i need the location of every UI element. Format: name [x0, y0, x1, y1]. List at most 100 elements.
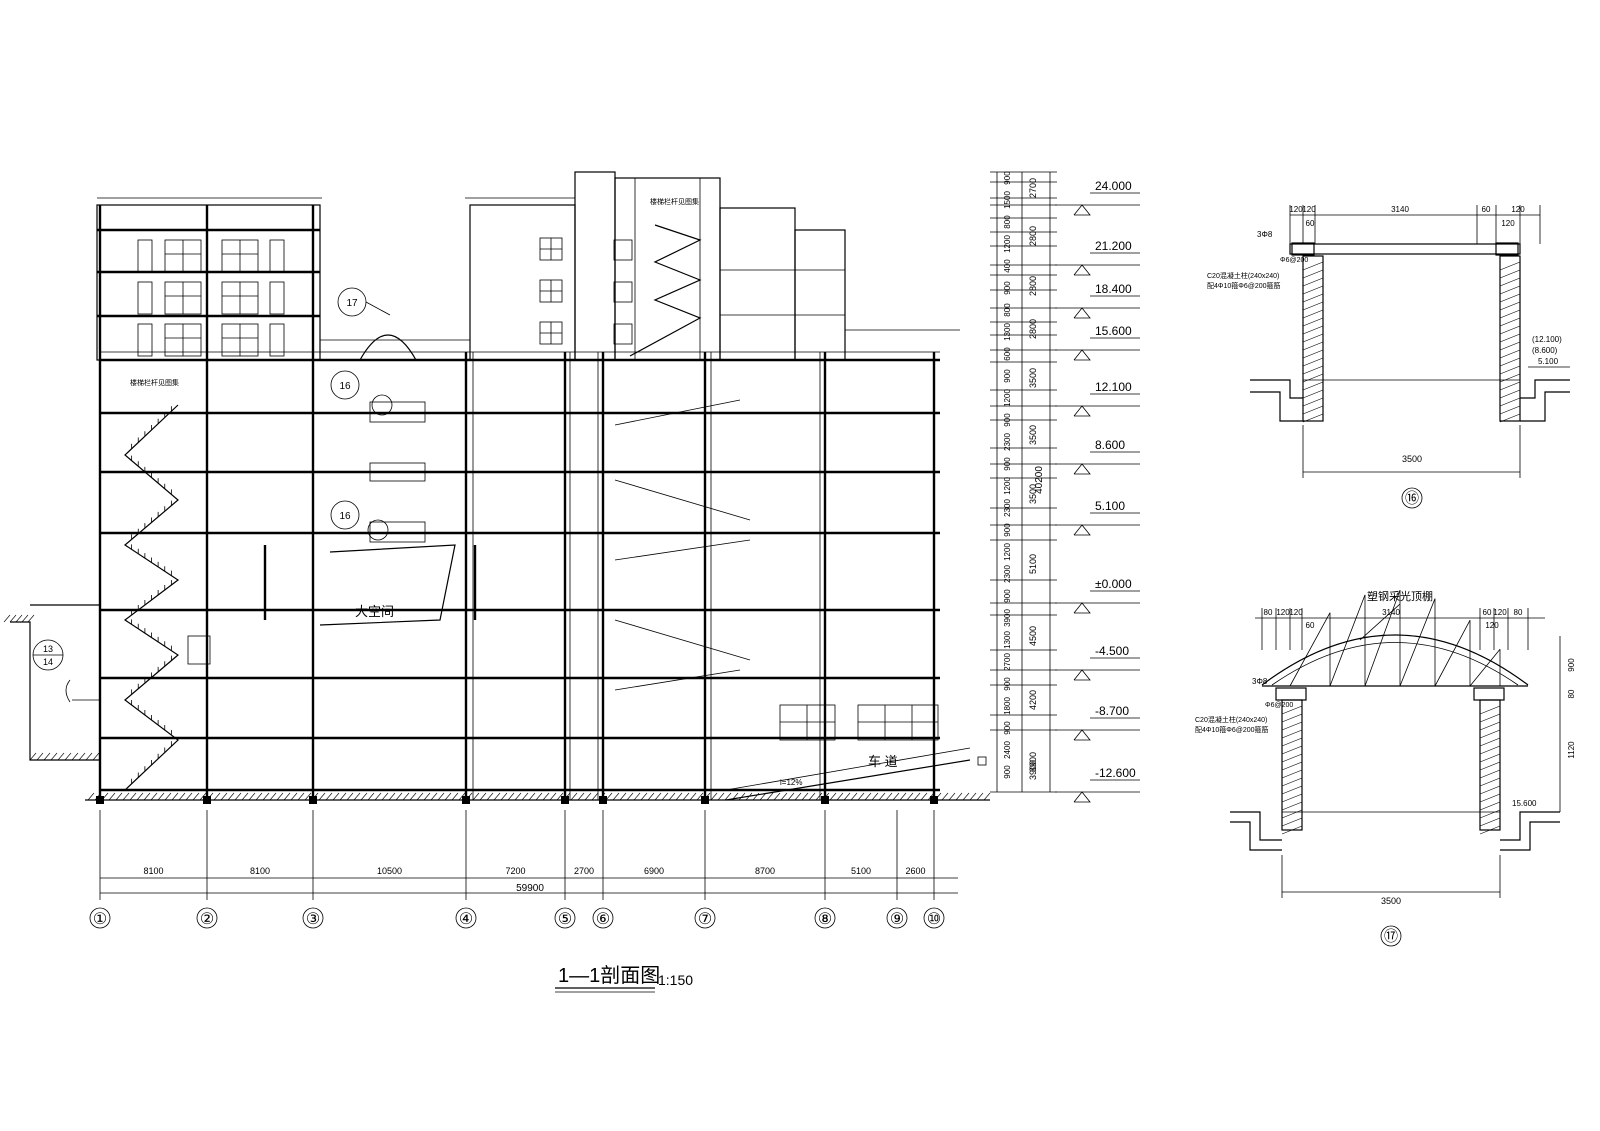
axis-bubble — [554, 907, 576, 929]
left-stair-flights — [123, 404, 180, 791]
right-tower-outline — [719, 207, 796, 361]
elevation-marker — [1073, 602, 1091, 614]
elevation-value: -12.600 — [1095, 766, 1136, 780]
bay-dimension: 8100 — [143, 866, 163, 876]
detail16-label: ⑯ — [1405, 490, 1419, 506]
center-stair-flights — [614, 399, 751, 691]
column-footing — [561, 796, 569, 804]
detail-dimension: 1800 — [1003, 697, 1012, 715]
elevation-marker — [1073, 524, 1091, 536]
detail17-dim: 120 — [1289, 608, 1303, 617]
axis-label: ③ — [306, 911, 320, 928]
detail17-dim: 3140 — [1382, 608, 1400, 617]
stair-flight — [614, 399, 741, 426]
elevation-value: 8.600 — [1095, 438, 1125, 452]
bay-dimension: 7200 — [505, 866, 525, 876]
axis-bubble — [592, 907, 614, 929]
detail17-dim: 80 — [1514, 608, 1523, 617]
axis-label: ⑧ — [818, 911, 832, 928]
core-shaft — [574, 171, 616, 361]
svg-text:(8.600): (8.600) — [1532, 346, 1558, 355]
stair-flight — [614, 479, 751, 521]
svg-text:17: 17 — [346, 298, 358, 309]
svg-text:C20混凝土柱(240x240): C20混凝土柱(240x240) — [1195, 715, 1267, 724]
axis-label: ⑥ — [596, 911, 610, 928]
total-height: 40200 — [1034, 466, 1045, 494]
storey-dimension: 3900 — [1028, 760, 1038, 780]
axis-bubble — [814, 907, 836, 929]
detail-dimension: 900 — [1003, 369, 1012, 383]
bay-dimension: 8700 — [755, 866, 775, 876]
bay-dimension: 8100 — [250, 866, 270, 876]
callout-17[interactable]: 17 — [337, 287, 391, 317]
callout-13-14[interactable]: 13 14 — [32, 639, 64, 671]
storey-dimension: 2700 — [1028, 178, 1038, 198]
elevation-marker — [1073, 204, 1091, 216]
skylight-16-lower — [369, 521, 426, 543]
elevation-value: ±0.000 — [1095, 577, 1132, 591]
svg-text:120: 120 — [1485, 621, 1499, 630]
bay-dimension: 6900 — [644, 866, 664, 876]
detail17-dim: 120 — [1493, 608, 1507, 617]
elevation-marker — [1073, 791, 1091, 803]
axis-label: ② — [200, 911, 214, 928]
structural-columns — [96, 205, 938, 804]
axis-bubble — [196, 907, 218, 929]
storey-dimension: 3500 — [1028, 425, 1038, 445]
elevation-value: 12.100 — [1095, 380, 1132, 394]
elevation-value: 18.400 — [1095, 282, 1132, 296]
detail-dimension: 2300 — [1003, 433, 1012, 451]
callout-16-lower[interactable]: 16 — [330, 500, 389, 541]
svg-text:900: 900 — [1567, 658, 1576, 672]
detail-dimension: 1200 — [1003, 389, 1012, 407]
section-scale: 1:150 — [658, 972, 693, 988]
section-title: 1—1剖面图 — [558, 964, 660, 987]
detail-dimension: 1300 — [1003, 631, 1012, 649]
elevation-value: 15.600 — [1095, 324, 1132, 338]
column-footing — [930, 796, 938, 804]
atrium-label: 大空间 — [355, 604, 394, 619]
detail-dimension: 1200 — [1003, 543, 1012, 561]
storey-dimension: 2800 — [1028, 319, 1038, 339]
storey-dimension: 2800 — [1028, 226, 1038, 246]
column-footing — [701, 796, 709, 804]
detail17-wall-right — [1479, 699, 1501, 831]
axis-label: ⑩ — [927, 911, 941, 928]
axis-label: ⑨ — [890, 911, 904, 928]
detail17-dome — [1261, 634, 1529, 686]
storey-dimension: 3500 — [1028, 484, 1038, 504]
detail-dimension: 1500 — [1003, 191, 1012, 209]
elevation-marker — [1073, 349, 1091, 361]
upper-stair-flights — [629, 224, 702, 357]
svg-text:120: 120 — [1501, 219, 1515, 228]
total-dimension: 59900 — [516, 883, 544, 894]
detail-dimension: 1300 — [1003, 323, 1012, 341]
detail17-truss — [1289, 589, 1501, 687]
detail-dimension: 900 — [1003, 677, 1012, 691]
elevation-marker — [1073, 729, 1091, 741]
detail16-dim: 3140 — [1391, 205, 1409, 214]
detail17-bottom-dim: 3500 — [1381, 896, 1401, 906]
elevation-value: 21.200 — [1095, 239, 1132, 253]
svg-text:60: 60 — [1306, 621, 1315, 630]
detail-dimension: 2300 — [1003, 499, 1012, 517]
detail16-dim: 120 — [1302, 205, 1316, 214]
column-footing — [203, 796, 211, 804]
left-tower-outline — [96, 204, 321, 361]
left-tower-windows — [137, 239, 285, 357]
elevation-value: 5.100 — [1095, 499, 1125, 513]
bay-dimension: 2700 — [574, 866, 594, 876]
storey-dimension: 4500 — [1028, 626, 1038, 646]
svg-text:5.100: 5.100 — [1538, 357, 1559, 366]
axis-bubble — [923, 907, 945, 929]
detail-dimension: 900 — [1003, 721, 1012, 735]
detail-dimension: 900 — [1003, 523, 1012, 537]
svg-text:3Φ8: 3Φ8 — [1252, 677, 1268, 686]
callout-16-upper[interactable]: 16 — [330, 370, 393, 416]
ramp-line — [725, 759, 971, 801]
